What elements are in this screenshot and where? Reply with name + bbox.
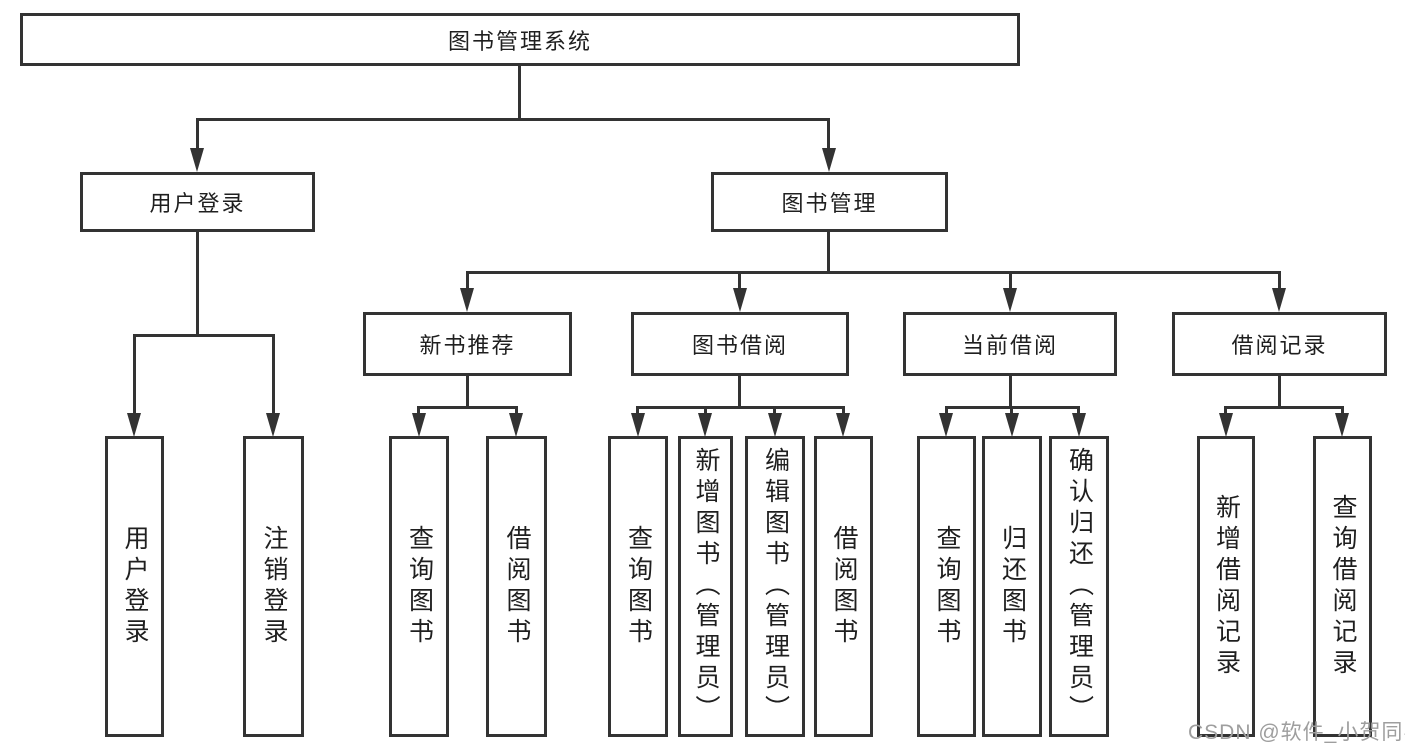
arrow-down-nb-borrow <box>509 413 523 437</box>
leaf-br-add-record-label: 新增借阅记录 <box>1212 493 1241 680</box>
arrow-down-logout-leaf <box>266 413 280 437</box>
arrow-down-bb-edit <box>768 413 782 437</box>
leaf-bb-add-books-admin: 新增图书（管理员） <box>678 436 733 737</box>
csdn-watermark: CSDN @软件_小贺同学 <box>1188 721 1405 744</box>
leaf-br-query-record-label: 查询借阅记录 <box>1329 493 1357 680</box>
arrow-down-cb-return <box>1005 413 1019 437</box>
arrow-down-cb-confirm <box>1072 413 1086 437</box>
leaf-cb-query-books-label: 查询图书 <box>933 524 961 649</box>
connector-drop-cb-query <box>945 406 948 416</box>
node-new-book-recommend: 新书推荐 <box>363 312 572 376</box>
connector-drop-br-query <box>1341 406 1344 416</box>
leaf-bb-edit-books-admin: 编辑图书（管理员） <box>745 436 805 737</box>
arrow-down-br-add <box>1219 413 1233 437</box>
connector-book-management-branch <box>466 271 1281 274</box>
leaf-user-login-label: 用户登录 <box>121 524 149 649</box>
connector-root-stem <box>518 64 521 120</box>
node-book-management: 图书管理 <box>711 172 948 232</box>
arrow-down-book-borrow <box>733 288 747 312</box>
connector-drop-bb-edit <box>773 406 776 416</box>
arrow-down-login-leaf <box>127 413 141 437</box>
connector-drop-book-borrow <box>738 271 741 291</box>
connector-drop-cb-confirm <box>1077 406 1080 416</box>
leaf-nb-query-books: 查询图书 <box>389 436 449 737</box>
connector-drop-book-management <box>827 118 830 152</box>
leaf-bb-query-books-label: 查询图书 <box>624 524 653 649</box>
connector-drop-bb-add <box>704 406 707 416</box>
leaf-bb-borrow-books: 借阅图书 <box>814 436 873 737</box>
leaf-bb-add-books-admin-label: 新增图书（管理员） <box>692 447 720 726</box>
connector-root-branch <box>196 118 830 121</box>
arrow-down-user-login <box>190 148 204 172</box>
connector-borrow-records-branch <box>1224 406 1344 409</box>
connector-drop-current-borrow <box>1009 271 1012 291</box>
leaf-user-login: 用户登录 <box>105 436 164 737</box>
connector-new-book-stem <box>466 374 469 408</box>
arrow-down-cb-query <box>939 413 953 437</box>
leaf-cb-return-books-label: 归还图书 <box>998 524 1027 649</box>
connector-drop-br-add <box>1224 406 1227 416</box>
connector-current-borrow-stem <box>1009 374 1012 408</box>
connector-book-management-stem <box>827 229 830 273</box>
leaf-bb-borrow-books-label: 借阅图书 <box>830 524 858 649</box>
arrow-down-br-query <box>1335 413 1349 437</box>
arrow-down-book-management <box>822 148 836 172</box>
leaf-cb-confirm-return-admin-label: 确认归还（管理员） <box>1065 447 1094 726</box>
connector-drop-bb-query <box>636 406 639 416</box>
connector-drop-bb-borrow <box>842 406 845 416</box>
leaf-logout: 注销登录 <box>243 436 304 737</box>
arrow-down-current-borrow <box>1003 288 1017 312</box>
arrow-down-borrow-records <box>1272 288 1286 312</box>
leaf-cb-confirm-return-admin: 确认归还（管理员） <box>1049 436 1109 737</box>
arrow-down-bb-query <box>631 413 645 437</box>
leaf-nb-borrow-books-label: 借阅图书 <box>503 524 531 649</box>
connector-drop-login-leaf <box>133 334 136 416</box>
arrow-down-new-book <box>460 288 474 312</box>
leaf-br-add-record: 新增借阅记录 <box>1197 436 1255 737</box>
leaf-bb-edit-books-admin-label: 编辑图书（管理员） <box>761 447 790 726</box>
node-book-borrow: 图书借阅 <box>631 312 849 376</box>
connector-drop-new-book <box>466 271 469 291</box>
leaf-nb-borrow-books: 借阅图书 <box>486 436 547 737</box>
connector-drop-nb-borrow <box>515 406 518 416</box>
arrow-down-bb-add <box>698 413 712 437</box>
arrow-down-nb-query <box>412 413 426 437</box>
leaf-bb-query-books: 查询图书 <box>608 436 668 737</box>
connector-user-login-stem <box>196 229 199 337</box>
connector-borrow-records-stem <box>1278 374 1281 408</box>
node-borrow-records: 借阅记录 <box>1172 312 1387 376</box>
node-user-login: 用户登录 <box>80 172 315 232</box>
leaf-cb-return-books: 归还图书 <box>982 436 1042 737</box>
connector-drop-logout-leaf <box>272 334 275 416</box>
node-current-borrow: 当前借阅 <box>903 312 1117 376</box>
connector-drop-user-login <box>196 118 199 152</box>
arrow-down-bb-borrow <box>836 413 850 437</box>
connector-drop-nb-query <box>417 406 420 416</box>
connector-user-login-branch <box>133 334 275 337</box>
connector-new-book-branch <box>417 406 518 409</box>
leaf-logout-label: 注销登录 <box>260 524 288 649</box>
connector-drop-borrow-records <box>1278 271 1281 291</box>
connector-book-borrow-stem <box>738 374 741 408</box>
leaf-br-query-record: 查询借阅记录 <box>1313 436 1372 737</box>
leaf-cb-query-books: 查询图书 <box>917 436 976 737</box>
leaf-nb-query-books-label: 查询图书 <box>405 524 434 649</box>
connector-book-borrow-branch <box>636 406 845 409</box>
node-root: 图书管理系统 <box>20 13 1020 66</box>
connector-drop-cb-return <box>1010 406 1013 416</box>
